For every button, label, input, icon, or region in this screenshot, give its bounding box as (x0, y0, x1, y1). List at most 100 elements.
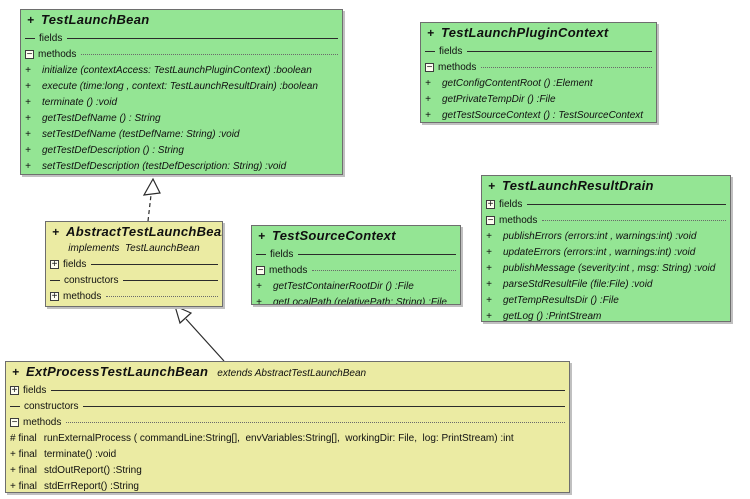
extends-arrowhead-icon (174, 304, 193, 325)
section-label: fields (439, 45, 463, 57)
visibility-symbol: + (12, 365, 20, 379)
implements-connector[interactable] (142, 177, 161, 222)
member-visibility: + (25, 112, 31, 124)
section-rule (67, 38, 338, 39)
member-signature: terminate () :void (42, 96, 118, 108)
member-signature: getTempResultsDir () :File (503, 294, 619, 306)
class-box-abstracttestlaunchbean[interactable]: + AbstractTestLaunchBean implements TestLa… (45, 221, 223, 307)
member-signature: terminate() :void (43, 448, 117, 460)
section-rule (481, 67, 652, 68)
member-row[interactable]: + getTestDefName () : String (21, 110, 342, 126)
implements-arrowhead-icon (142, 177, 161, 196)
member-signature: runExternalProcess ( commandLine:String[… (43, 432, 514, 444)
member-visibility: + (256, 280, 262, 292)
member-signature: updateErrors (errors:int , warnings:int)… (503, 246, 696, 258)
member-row[interactable]: +execute (time:long , context: TestLaunc… (21, 78, 342, 94)
member-row[interactable]: +publishMessage (severity:int , msg: Str… (482, 260, 730, 276)
section-label: methods (269, 264, 308, 276)
member-visibility: + (425, 93, 431, 105)
section-methods: −methods (21, 46, 342, 62)
section-label: methods (438, 61, 477, 73)
member-visibility: + final (10, 480, 37, 492)
section-label: constructors (24, 400, 79, 412)
member-signature: stdOutReport() :String (43, 464, 142, 476)
member-visibility: + (486, 262, 492, 274)
collapse-icon[interactable]: − (425, 61, 434, 73)
implements-clause: implements TestLaunchBean (68, 243, 200, 254)
member-row[interactable]: + publishErrors (errors:int , warnings:in… (482, 228, 730, 244)
class-title-row: +TestSourceContext (252, 226, 460, 246)
member-signature: stdErrReport() :String (43, 480, 139, 492)
member-row[interactable]: +setTestDefName (testDefName: String) :v… (21, 126, 342, 142)
class-name: TestLaunchBean (41, 12, 150, 27)
class-name: TestLaunchPluginContext (441, 25, 609, 40)
expand-icon[interactable]: + (486, 198, 495, 210)
section-label: fields (23, 384, 47, 396)
member-row[interactable]: + final terminate() :void (6, 446, 569, 462)
member-row[interactable]: +initialize (contextAccess: TestLaunchPl… (21, 62, 342, 78)
section-label: methods (63, 290, 102, 302)
member-visibility: + final (10, 448, 37, 460)
member-visibility: + (256, 296, 262, 305)
member-row[interactable]: +getPrivateTempDir () :File (421, 91, 656, 107)
section-rule (66, 422, 565, 423)
member-row[interactable]: +getLog () :PrintStream (482, 308, 730, 322)
member-visibility: + (425, 77, 431, 89)
section-fields: +fields (46, 256, 222, 272)
member-row[interactable]: + final stdErrReport() :String (6, 478, 569, 492)
section-fields: + fields (482, 196, 730, 212)
class-name: AbstractTestLaunchBean (66, 224, 223, 239)
member-row[interactable]: +getTestSourceContext () : TestSourceCon… (421, 107, 656, 122)
member-row[interactable]: +getTestDefDescription () : String (21, 142, 342, 158)
section-rule (542, 220, 726, 221)
expand-icon[interactable]: + (50, 258, 59, 270)
member-row[interactable]: +parseStdResultFile (file:File) :void (482, 276, 730, 292)
expand-icon[interactable]: + (50, 290, 59, 302)
section-methods: −methods (421, 59, 656, 75)
member-visibility: + (486, 294, 492, 306)
extends-connector[interactable] (174, 304, 225, 362)
member-signature: getConfigContentRoot () :Element (442, 77, 593, 89)
section-rule (83, 406, 565, 407)
member-row[interactable]: + updateErrors (errors:int , warnings:int… (482, 244, 730, 260)
collapse-icon[interactable]: − (486, 214, 495, 226)
class-title-row: +TestLaunchResultDrain (482, 176, 730, 196)
member-visibility: + (486, 246, 492, 258)
class-box-testlaunchresultdrain[interactable]: +TestLaunchResultDrain+fields−methods+pu… (481, 175, 731, 322)
member-row[interactable]: + getLocalPath (relativePath: String) :Fi… (252, 294, 460, 305)
member-row[interactable]: +terminate () :void (21, 94, 342, 110)
collapse-icon[interactable]: − (25, 48, 34, 60)
extends-connector-line (185, 318, 225, 362)
section-label: methods (38, 48, 77, 60)
collapse-icon[interactable]: − (256, 264, 265, 276)
member-signature: getTestDefName () : String (42, 112, 161, 124)
member-row[interactable]: + getTempResultsDir () :File (482, 292, 730, 308)
member-signature: publishErrors (errors:int , warnings:int… (503, 230, 697, 242)
member-row[interactable]: +setTestDefDescription (testDefDescripti… (21, 158, 342, 174)
section-rule (106, 296, 218, 297)
section-fields: fields (21, 30, 342, 46)
section-dash-icon (425, 50, 435, 52)
section-dash-icon (25, 37, 35, 39)
member-visibility: + (425, 109, 431, 121)
section-label: fields (499, 198, 523, 210)
expand-icon[interactable]: + (10, 384, 19, 396)
member-visibility: + (486, 230, 492, 242)
member-signature: getLog () :PrintStream (503, 310, 602, 322)
section-rule (123, 280, 218, 281)
member-signature: getTestContainerRootDir () :File (273, 280, 414, 292)
member-visibility: + (25, 144, 31, 156)
member-row[interactable]: + getTestContainerRootDir () :File (252, 278, 460, 294)
member-visibility: + (486, 278, 492, 290)
member-row[interactable]: + getConfigContentRoot () :Element (421, 75, 656, 91)
member-signature: getLocalPath (relativePath: String) :Fil… (273, 296, 447, 305)
collapse-icon[interactable]: − (10, 416, 19, 428)
section-dash-icon (256, 253, 266, 255)
